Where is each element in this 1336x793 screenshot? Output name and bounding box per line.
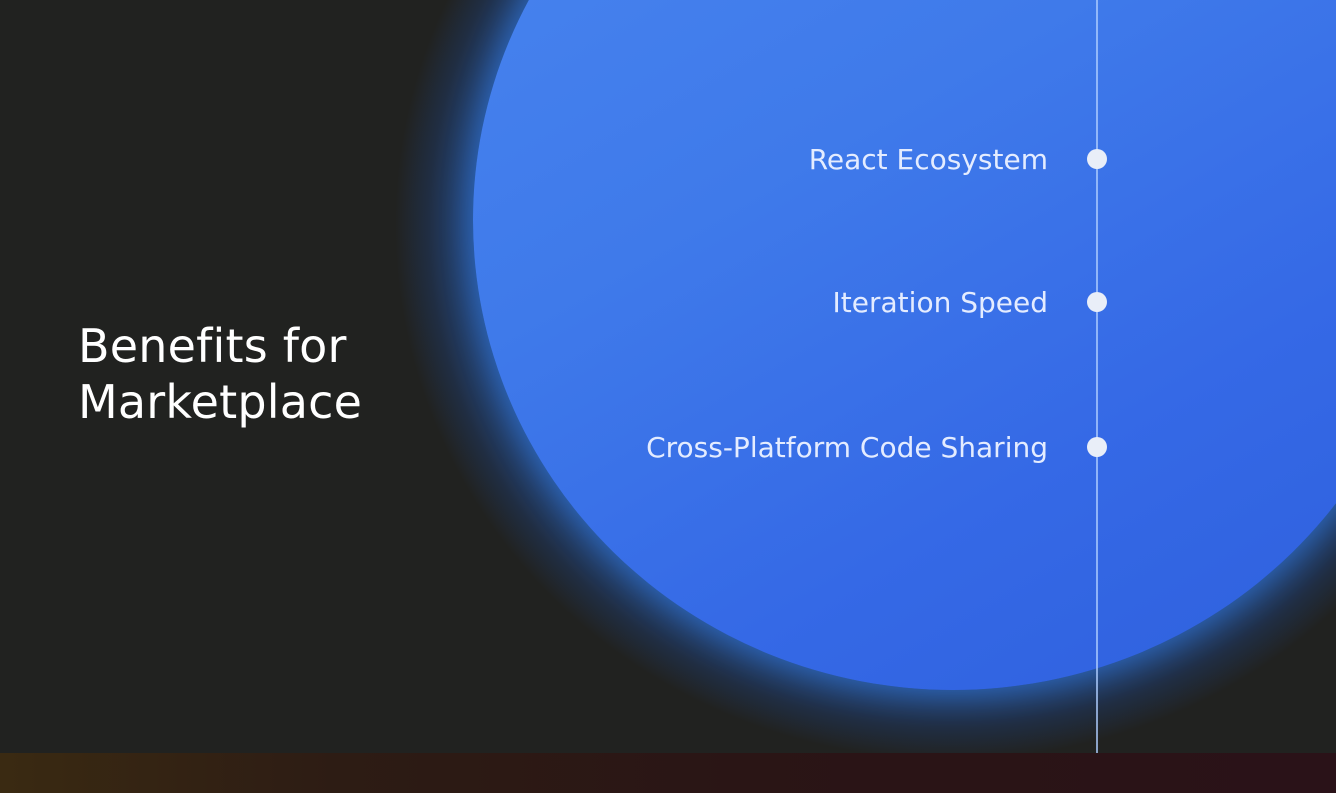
timeline-dot-icon xyxy=(1087,149,1107,169)
bottom-bar xyxy=(0,753,1336,793)
timeline-item-label: Cross-Platform Code Sharing xyxy=(646,430,1048,464)
timeline-dot-icon xyxy=(1087,292,1107,312)
timeline-item-iteration-speed: Iteration Speed xyxy=(832,282,1107,322)
slide-title: Benefits for Marketplace xyxy=(78,318,458,430)
timeline-dot-icon xyxy=(1087,437,1107,457)
timeline-item-react-ecosystem: React Ecosystem xyxy=(808,139,1107,179)
title-line-2: Marketplace xyxy=(78,375,363,429)
timeline-item-cross-platform-code-sharing: Cross-Platform Code Sharing xyxy=(646,427,1107,467)
title-line-1: Benefits for xyxy=(78,319,347,373)
timeline-item-label: Iteration Speed xyxy=(832,285,1048,319)
timeline-item-label: React Ecosystem xyxy=(808,142,1048,176)
timeline-line xyxy=(1096,0,1098,753)
